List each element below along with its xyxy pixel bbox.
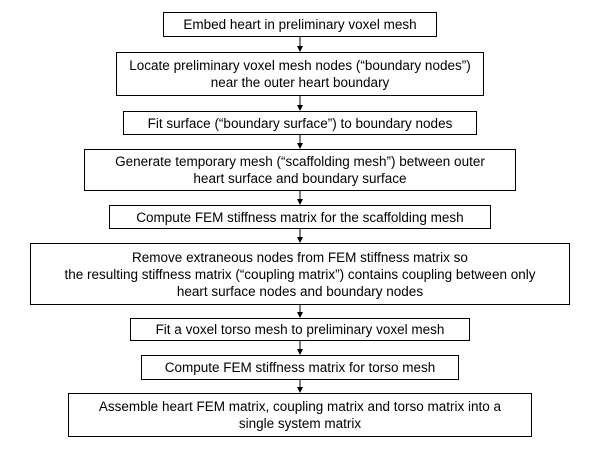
- step-fit-torso-mesh: Fit a voxel torso mesh to preliminary vo…: [130, 318, 470, 341]
- step-generate-scaffolding-mesh: Generate temporary mesh (“scaffolding me…: [84, 149, 516, 191]
- step-fit-boundary-surface: Fit surface (“boundary surface”) to boun…: [123, 111, 477, 135]
- step-compute-torso-matrix: Compute FEM stiffness matrix for torso m…: [141, 355, 459, 380]
- step-embed-heart: Embed heart in preliminary voxel mesh: [163, 12, 437, 37]
- step-assemble-system-matrix: Assemble heart FEM matrix, coupling matr…: [68, 393, 532, 437]
- step-remove-extraneous-nodes: Remove extraneous nodes from FEM stiffne…: [30, 243, 570, 305]
- step-compute-scaffolding-matrix: Compute FEM stiffness matrix for the sca…: [109, 205, 491, 229]
- step-locate-boundary-nodes: Locate preliminary voxel mesh nodes (“bo…: [116, 52, 484, 96]
